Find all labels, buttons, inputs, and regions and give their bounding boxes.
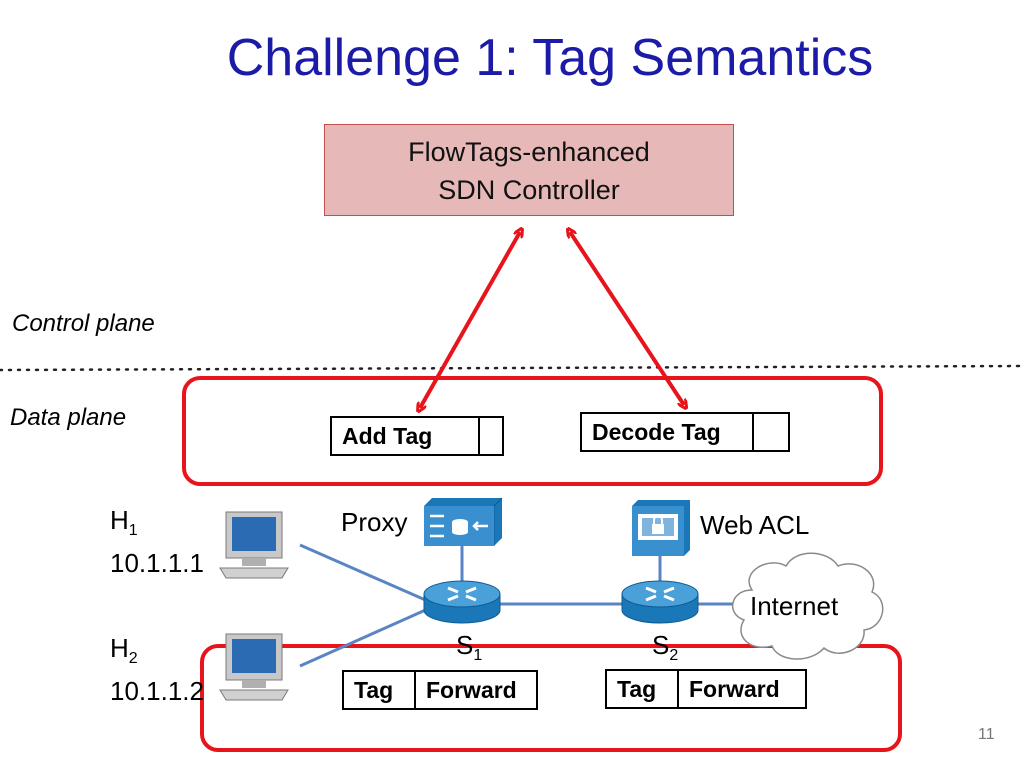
s1-tag-header: Tag xyxy=(342,670,416,710)
page-number: 11 xyxy=(978,726,995,743)
host-h1-ip: 10.1.1.1 xyxy=(110,548,204,579)
arrow-to-add-tag xyxy=(420,232,520,408)
arrow-to-decode-tag xyxy=(570,232,684,405)
s2-forward-header: Forward xyxy=(677,669,807,709)
link-h2-s1 xyxy=(299,606,431,668)
switch-s2-name: S xyxy=(652,630,670,660)
sdn-controller-box: FlowTags-enhanced SDN Controller xyxy=(324,124,734,216)
decode-tag-empty-cell xyxy=(752,412,790,452)
internet-label: Internet xyxy=(750,591,839,621)
data-plane-box xyxy=(182,376,883,486)
web-acl-label: Web ACL xyxy=(700,510,810,540)
proxy-icon xyxy=(424,497,503,546)
controller-line2: SDN Controller xyxy=(438,175,620,205)
router-icon xyxy=(621,580,699,624)
switch-s1-sub: 1 xyxy=(473,647,483,665)
host-h1-name: H xyxy=(110,505,129,535)
plane-separator xyxy=(0,364,1024,372)
link-h1-s1 xyxy=(299,543,431,604)
host-h2-ip: 10.1.1.2 xyxy=(110,676,204,707)
s2-tag-header: Tag xyxy=(605,669,679,709)
switch-s2-label: S2 xyxy=(652,630,678,665)
s1-forward-header: Forward xyxy=(414,670,538,710)
firewall-icon xyxy=(632,500,690,556)
switch-s2-sub: 2 xyxy=(669,647,679,665)
host-h2-name: H xyxy=(110,633,129,663)
cloud-icon xyxy=(731,552,884,660)
host-h2: H2 10.1.1.2 xyxy=(110,632,204,707)
add-tag-table: Add Tag xyxy=(330,416,504,456)
proxy-label: Proxy xyxy=(341,507,408,537)
computer-icon xyxy=(219,511,289,579)
switch-tables-box xyxy=(200,644,902,752)
add-tag-cell: Add Tag xyxy=(330,416,480,456)
host-h1-sub: 1 xyxy=(128,522,138,540)
data-plane-label: Data plane xyxy=(10,404,127,431)
control-plane-label: Control plane xyxy=(12,310,155,337)
computer-icon xyxy=(219,633,289,701)
router-icon xyxy=(423,580,501,624)
decode-tag-table: Decode Tag xyxy=(580,412,790,452)
host-h1: H1 10.1.1.1 xyxy=(110,504,204,579)
slide-title: Challenge 1: Tag Semantics xyxy=(226,29,874,87)
add-tag-empty-cell xyxy=(478,416,504,456)
decode-tag-cell: Decode Tag xyxy=(580,412,754,452)
controller-line1: FlowTags-enhanced xyxy=(408,137,650,167)
host-h2-sub: 2 xyxy=(128,650,138,668)
switch-s1-name: S xyxy=(456,630,474,660)
switch-s1-label: S1 xyxy=(456,630,482,665)
